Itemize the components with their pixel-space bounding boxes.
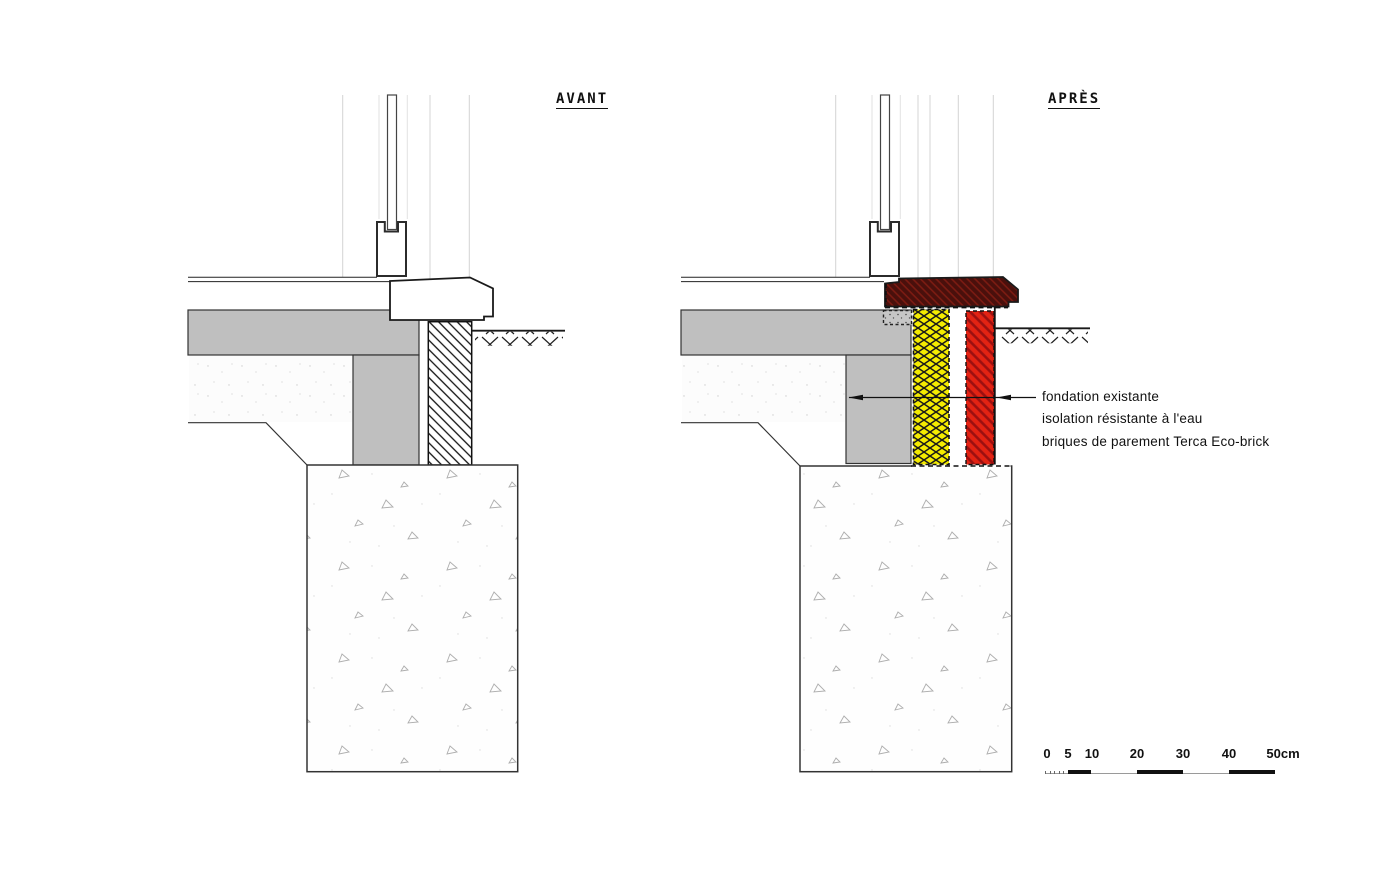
excavation-line <box>681 422 801 467</box>
scale-label: 30 <box>1175 746 1191 761</box>
scale-tick <box>1058 770 1060 774</box>
facing-brick-veneer <box>965 310 995 466</box>
scale-segment <box>1229 769 1275 774</box>
ground-fill <box>189 356 352 422</box>
soil-hatch <box>475 331 563 346</box>
water-resistant-insulation <box>912 308 950 466</box>
annotation-line: briques de parement Terca Eco-brick <box>1042 433 1270 449</box>
scale-label: 40 <box>1221 746 1237 761</box>
scale-segment <box>1137 769 1183 774</box>
apres-drawing <box>680 94 1090 773</box>
floor-slab <box>680 309 912 356</box>
floor-finish-lines <box>681 276 884 283</box>
scale-label: 20 <box>1129 746 1145 761</box>
title-avant: AVANT <box>556 91 609 109</box>
glazing <box>386 94 398 231</box>
window-frame <box>869 221 900 277</box>
foundation-concrete <box>306 464 519 773</box>
scale-tick <box>1049 770 1051 774</box>
excavation-line <box>188 422 308 466</box>
floor-finish-lines <box>188 276 391 283</box>
scale-tick <box>1063 770 1065 774</box>
soil-hatch <box>999 329 1088 344</box>
annotation-block: fondation existante isolation résistante… <box>1042 386 1269 453</box>
scale-segment <box>1068 769 1091 774</box>
scale-label: 0 <box>1043 746 1051 761</box>
scale-bar: 0 5 10 20 30 40 50cm <box>1043 746 1305 776</box>
scale-tick <box>1054 770 1056 774</box>
scale-label: 5 <box>1064 746 1072 761</box>
floor-slab <box>187 309 420 356</box>
scale-label: 50cm <box>1266 746 1300 761</box>
scale-bar-graphic <box>1045 769 1275 774</box>
scale-label: 10 <box>1084 746 1100 761</box>
existing-inner-wall <box>352 354 420 466</box>
existing-masonry-below-grade <box>427 320 473 466</box>
scale-tick <box>1045 770 1046 774</box>
title-apres: APRÈS <box>1048 91 1101 109</box>
mortar-joint <box>882 309 913 326</box>
wall-face-lines <box>835 95 994 283</box>
annotation-line: fondation existante <box>1042 389 1160 404</box>
annotation-leader-arrow <box>848 394 1036 401</box>
ground-fill <box>682 356 845 422</box>
window-sill <box>389 276 494 321</box>
window-frame <box>376 221 407 277</box>
glazing <box>879 94 891 231</box>
existing-inner-wall <box>845 354 912 465</box>
new-brick-sill <box>884 276 1019 308</box>
annotation-line: isolation résistante à l'eau <box>1042 411 1203 427</box>
foundation-concrete <box>799 465 1013 773</box>
avant-drawing <box>187 94 565 773</box>
